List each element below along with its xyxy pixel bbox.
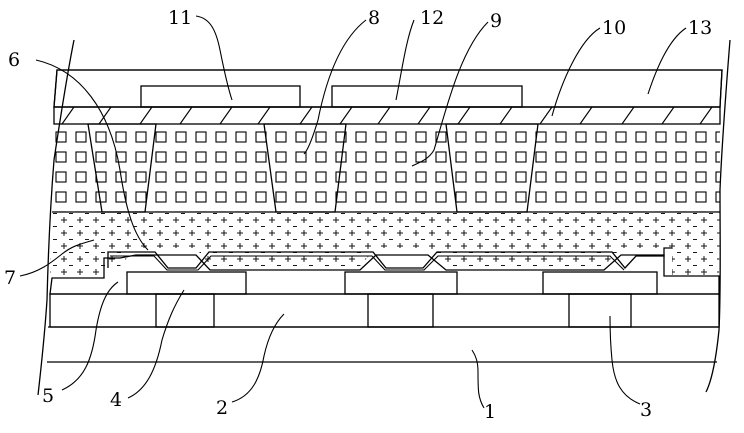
reference-labels: 11 8 12 9 10 13 6 7 5 4 2 1 3 (4, 7, 712, 423)
leader-8 (303, 19, 367, 155)
label-7: 7 (4, 267, 16, 289)
leader-lines (19, 15, 687, 409)
gap-3-b (367, 293, 434, 328)
label-2: 2 (216, 397, 228, 419)
leader-1 (471, 349, 485, 409)
label-9: 9 (490, 10, 502, 32)
pad-12 (331, 85, 523, 108)
leader-9 (411, 21, 489, 167)
pad-11 (140, 85, 301, 108)
grid-layer (52, 123, 720, 213)
label-3: 3 (640, 399, 652, 421)
leader-4 (127, 289, 185, 399)
leader-3 (609, 315, 641, 405)
label-8: 8 (368, 7, 380, 29)
leader-6 (35, 59, 149, 251)
gap-3-c (568, 293, 632, 328)
leader-2 (231, 313, 285, 403)
leader-10 (551, 27, 601, 117)
dielectric-layer-7 (50, 212, 720, 278)
substrate-layer-1 (47, 326, 719, 363)
gap-3-a (155, 293, 215, 328)
label-12: 12 (420, 7, 444, 29)
cap-layer-13 (53, 69, 723, 108)
label-4: 4 (110, 389, 122, 411)
leader-11 (195, 15, 233, 101)
electrode-4 (126, 271, 658, 295)
label-11: 11 (168, 7, 192, 29)
label-10: 10 (602, 17, 626, 39)
side-boundaries (37, 39, 731, 396)
label-6: 6 (8, 49, 20, 71)
base-layer-2 (49, 293, 720, 328)
film-layer-6 (107, 247, 672, 271)
strip-layer-10 (53, 106, 721, 125)
leader-7 (19, 239, 95, 277)
leader-13 (647, 27, 687, 95)
label-1: 1 (484, 401, 496, 423)
leader-12 (395, 19, 415, 101)
leader-5 (61, 281, 119, 391)
label-13: 13 (688, 17, 712, 39)
label-5: 5 (42, 385, 54, 407)
